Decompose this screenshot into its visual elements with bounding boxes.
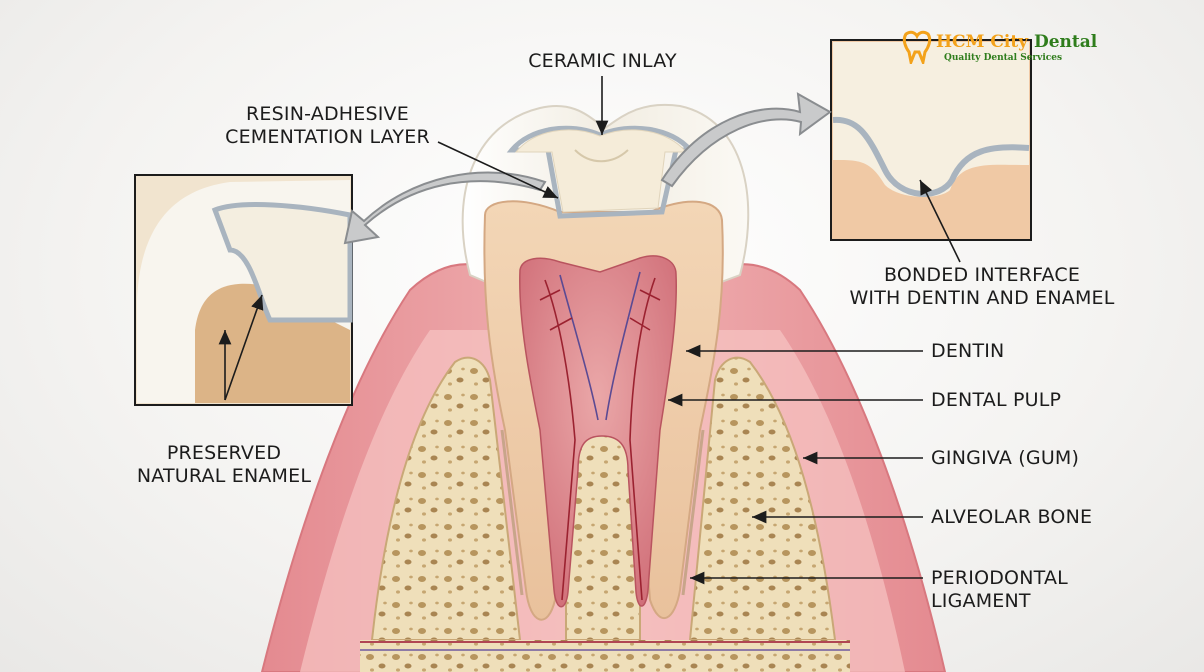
arrow-to-right-inset [660,92,832,188]
label-dentin: DENTIN [931,340,1005,362]
periodontal-ligament [500,429,705,596]
label-alveolar-bone: ALVEOLAR BONE [931,506,1093,528]
label-dental-pulp: DENTAL PULP [931,389,1062,411]
tooth-logo-icon [902,30,932,64]
label-bonded-interface: BONDED INTERFACE WITH DENTIN AND ENAMEL [849,264,1115,309]
label-periodontal-ligament: PERIODONTAL LIGAMENT [931,567,1068,612]
brand-name-rest: Dental [1033,32,1098,52]
brand-logo: HCM City Dental Quality Dental Services [902,30,1097,68]
brand-name-highlight: HCM City [936,32,1029,52]
label-ceramic-inlay: CERAMIC INLAY [528,50,677,72]
dental-pulp [519,255,678,608]
brand-name: HCM City Dental [936,32,1097,52]
pulp-blood-vessels [539,271,661,601]
label-gingiva: GINGIVA (GUM) [931,447,1080,469]
alveolar-bone-left [370,356,522,641]
label-resin-adhesive-cementation-layer: RESIN-ADHESIVE CEMENTATION LAYER [225,103,430,148]
alveolar-bone-base [360,640,850,672]
inset-preserved-enamel [134,174,353,406]
label-preserved-natural-enamel: PRESERVED NATURAL ENAMEL [136,442,312,487]
inset-bonded-interface [830,39,1032,241]
alveolar-bone-right [688,356,837,641]
leader-lines [218,76,961,585]
arrow-to-left-inset [343,171,547,245]
brand-tagline: Quality Dental Services [944,53,1063,63]
